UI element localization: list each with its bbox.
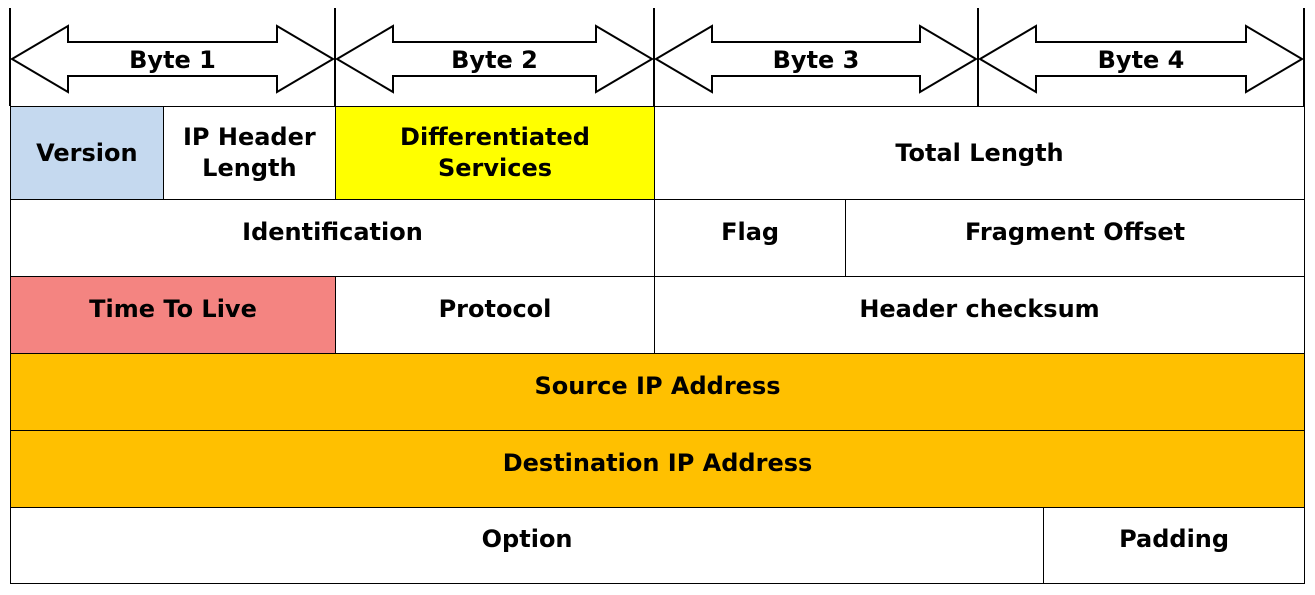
header-field: Time To Live: [10, 276, 336, 354]
byte-label: Byte 2: [451, 46, 538, 74]
field-label: Source IP Address: [534, 371, 781, 400]
header-field: Version: [10, 106, 164, 200]
header-field: Differentiated Services: [335, 106, 655, 200]
field-label: Total Length: [895, 138, 1064, 167]
header-field: Total Length: [654, 106, 1305, 200]
header-field: Identification: [10, 199, 655, 277]
ipv4-header-grid: Version IP Header Length Differentiated Se…: [10, 106, 1305, 584]
header-field: Source IP Address: [10, 353, 1305, 431]
header-field: Flag: [654, 199, 847, 277]
field-label: Protocol: [438, 294, 552, 323]
header-field: Header checksum: [654, 276, 1305, 354]
field-label: Flag: [721, 217, 780, 246]
header-field: Fragment Offset: [845, 199, 1305, 277]
header-field: Option: [10, 507, 1045, 584]
byte-label: Byte 1: [129, 46, 216, 74]
field-label: Destination IP Address: [502, 448, 813, 477]
byte-scale: Byte 1 Byte 2 Byte 3 Byte 4: [9, 8, 1305, 106]
field-label: IP Header Length: [183, 123, 316, 182]
field-label: Fragment Offset: [964, 217, 1186, 246]
byte-arrow: [654, 24, 978, 94]
byte-arrow: [10, 24, 335, 94]
field-label: Time To Live: [89, 294, 257, 323]
header-field: IP Header Length: [162, 106, 336, 200]
field-label: Header checksum: [859, 294, 1100, 323]
field-label: Padding: [1119, 525, 1230, 553]
header-field: Padding: [1043, 507, 1305, 584]
field-label: Version: [36, 138, 138, 167]
byte-label: Byte 4: [1098, 46, 1185, 74]
field-label: Differentiated Services: [400, 123, 590, 182]
byte-label: Byte 3: [773, 46, 860, 74]
header-field: Destination IP Address: [10, 430, 1305, 508]
header-field: Protocol: [335, 276, 655, 354]
field-label: Option: [481, 525, 573, 553]
byte-arrow: [978, 24, 1304, 94]
field-label: Identification: [242, 217, 423, 246]
byte-arrow: [335, 24, 654, 94]
